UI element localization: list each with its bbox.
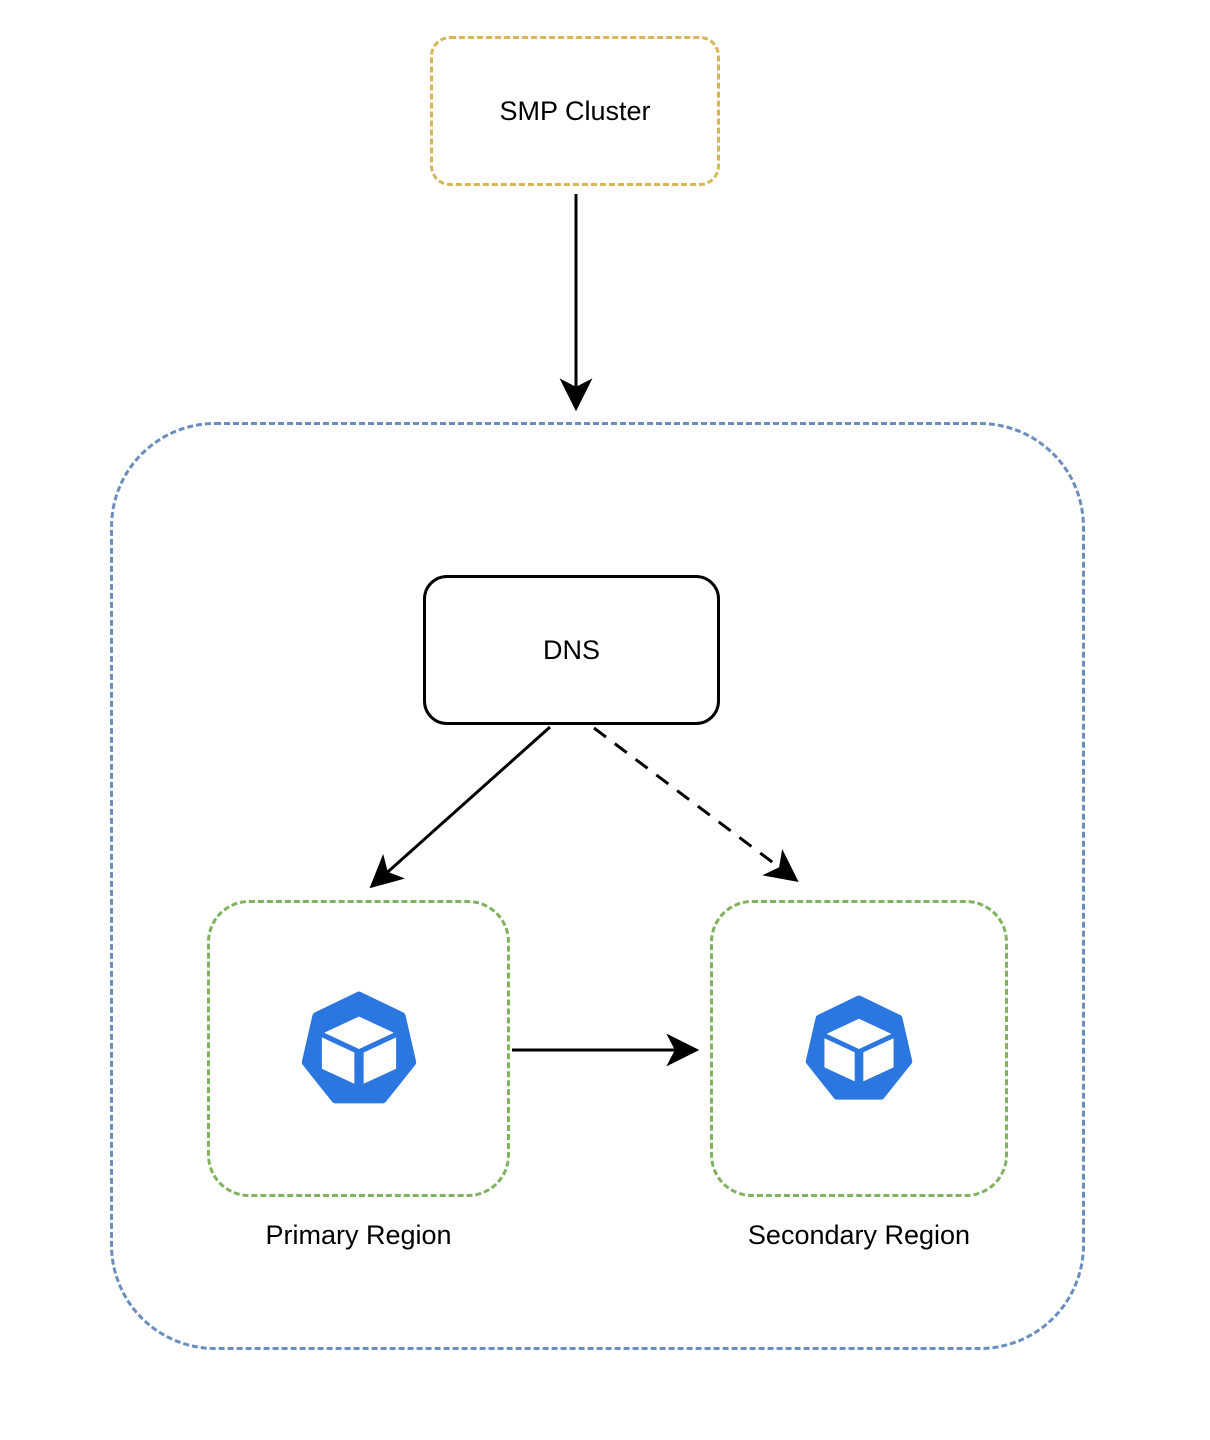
cube-face-left bbox=[321, 1036, 354, 1084]
node-secondary-region bbox=[710, 900, 1008, 1197]
node-primary-region bbox=[207, 900, 510, 1197]
secondary-region-label: Secondary Region bbox=[747, 1220, 971, 1250]
cube-heptagon-icon bbox=[805, 995, 913, 1100]
cube-face-right bbox=[363, 1036, 396, 1084]
regions-container-box bbox=[110, 422, 1085, 1350]
cube-face-left bbox=[824, 1037, 855, 1081]
cube-heptagon-icon bbox=[301, 991, 416, 1103]
node-dns: DNS bbox=[423, 575, 720, 725]
node-smp-cluster: SMP Cluster bbox=[430, 36, 720, 186]
primary-region-label: Primary Region bbox=[265, 1220, 452, 1250]
smp-cluster-label: SMP Cluster bbox=[499, 95, 651, 126]
cube-face-top bbox=[826, 1018, 892, 1049]
cube-face-top bbox=[323, 1016, 394, 1049]
dns-label: DNS bbox=[542, 634, 600, 665]
cube-face-right bbox=[863, 1037, 894, 1081]
